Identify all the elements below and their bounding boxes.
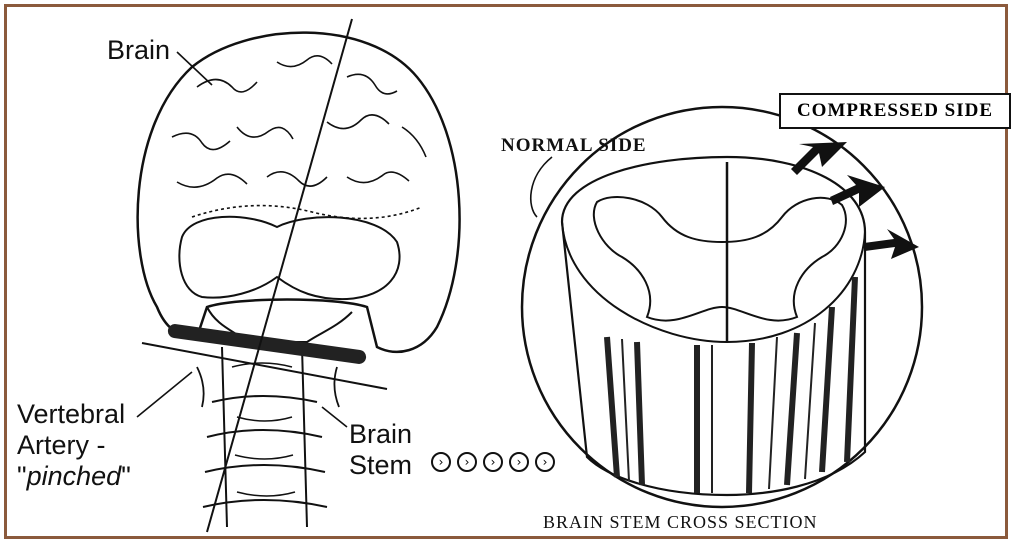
brain-stem-line-1: Brain [349, 419, 412, 450]
pinched-text: pinched [27, 461, 122, 491]
quote-close: " [121, 461, 131, 491]
vertebral-line-2: Artery - [17, 430, 131, 461]
brain-label: Brain [107, 35, 170, 66]
cross-section-caption: BRAIN STEM CROSS SECTION [543, 512, 818, 533]
vertebral-line-3: "pinched" [17, 461, 131, 492]
arrow-circle-icon: › [509, 452, 529, 472]
quote-open: " [17, 461, 27, 491]
vertebral-artery-label: Vertebral Artery - "pinched" [17, 399, 131, 492]
cross-section-illustration [522, 107, 922, 507]
normal-side-label: NORMAL SIDE [501, 135, 647, 157]
arrow-circle-icon: › [457, 452, 477, 472]
connector-arrows: › › › › › [431, 452, 561, 472]
diagram-frame: Brain Vertebral Artery - "pinched" Brain… [4, 4, 1008, 539]
compressed-side-label: COMPRESSED SIDE [779, 93, 1011, 129]
arrow-circle-icon: › [431, 452, 451, 472]
brain-stem-line-2: Stem [349, 450, 412, 481]
vertebral-line-1: Vertebral [17, 399, 131, 430]
arrow-circle-icon: › [483, 452, 503, 472]
brain-stem-label: Brain Stem [349, 419, 412, 481]
arrow-circle-icon: › [535, 452, 555, 472]
